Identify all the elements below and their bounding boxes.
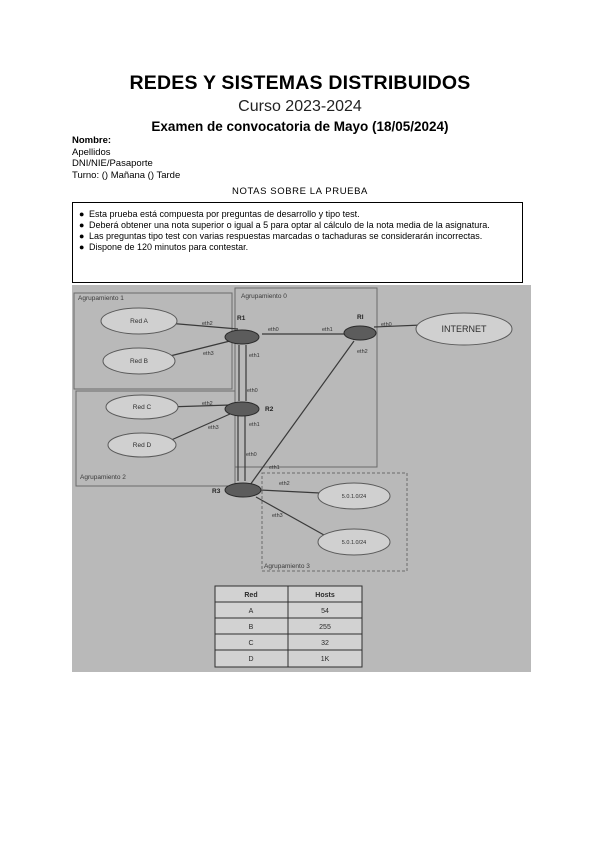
table-cell: C: [248, 640, 253, 647]
cloud-label: 5.0.1.0/24: [342, 540, 366, 546]
cloud-label: Red C: [133, 404, 152, 411]
note-item: ● Las preguntas tipo test con varias resp…: [79, 231, 516, 242]
table-cell: A: [249, 608, 254, 615]
notes-box: ● Esta prueba está compuesta por pregunta…: [72, 202, 523, 283]
interface-label: eth2: [202, 401, 213, 407]
interface-label: eth0: [247, 388, 258, 394]
page-title: REDES Y SISTEMAS DISTRIBUIDOS: [0, 72, 600, 95]
interface-label: eth1: [269, 465, 280, 471]
router-icon: [225, 483, 261, 497]
exam-title: Examen de convocatoria de Mayo (18/05/20…: [0, 119, 600, 134]
table-header: Red: [244, 592, 257, 599]
note-text: Dispone de 120 minutos para contestar.: [89, 242, 248, 252]
network-diagram-photo: Agrupamiento 1 Agrupamiento 0 Agrupamien…: [72, 285, 531, 672]
bullet-icon: ●: [79, 209, 84, 220]
interface-label: eth1: [249, 353, 260, 359]
note-item: ● Dispone de 120 minutos para contestar.: [79, 242, 516, 253]
interface-label: eth2: [279, 481, 290, 487]
interface-label: eth1: [322, 327, 333, 333]
table-cell: 255: [319, 624, 331, 631]
bullet-icon: ●: [79, 220, 84, 231]
router-label: R2: [265, 406, 274, 413]
group-label: Agrupamiento 0: [241, 293, 287, 300]
interface-label: eth1: [249, 422, 260, 428]
group-label: Agrupamiento 2: [80, 474, 126, 481]
note-item: ● Esta prueba está compuesta por pregunta…: [79, 209, 516, 220]
router-label: R3: [212, 488, 221, 495]
course-year: Curso 2023-2024: [0, 98, 600, 116]
note-text: Esta prueba está compuesta por preguntas…: [89, 209, 360, 219]
cloud-label: 5.0.1.0/24: [342, 494, 366, 500]
table-cell: 1K: [321, 656, 330, 663]
bullet-icon: ●: [79, 242, 84, 253]
shift-field-label: Turno: () Mañana () Tarde: [72, 170, 180, 182]
router-icon: [225, 402, 259, 416]
note-text: Las preguntas tipo test con varias respu…: [89, 231, 482, 241]
note-text: Deberá obtener una nota superior o igual…: [89, 220, 490, 230]
interface-label: eth2: [357, 349, 368, 355]
interface-label: eth0: [246, 452, 257, 458]
router-label: RI: [357, 314, 364, 321]
cloud-label: INTERNET: [442, 324, 488, 334]
table-cell: B: [249, 624, 254, 631]
name-field-label: Nombre:: [72, 135, 180, 147]
group-label: Agrupamiento 1: [78, 295, 124, 302]
interface-label: eth2: [202, 321, 213, 327]
hosts-table: Red Hosts A 54 B 255 C 32 D 1K: [215, 586, 362, 667]
interface-label: eth0: [268, 327, 279, 333]
router-icon: [344, 326, 376, 340]
cloud-label: Red B: [130, 358, 148, 365]
notes-heading: NOTAS SOBRE LA PRUEBA: [0, 186, 600, 197]
table-cell: 54: [321, 608, 329, 615]
surname-field-label: Apellidos: [72, 147, 180, 159]
router-icon: [225, 330, 259, 344]
bullet-icon: ●: [79, 231, 84, 242]
interface-label: eth0: [381, 322, 392, 328]
cloud-label: Red D: [133, 442, 152, 449]
table-header: Hosts: [315, 592, 335, 599]
group-label: Agrupamiento 3: [264, 563, 310, 570]
interface-label: eth3: [208, 425, 219, 431]
table-cell: 32: [321, 640, 329, 647]
cloud-label: Red A: [130, 318, 148, 325]
router-label: R1: [237, 315, 246, 322]
student-fields: Nombre: Apellidos DNI/NIE/Pasaporte Turn…: [72, 135, 180, 181]
interface-label: eth3: [203, 351, 214, 357]
table-cell: D: [248, 656, 253, 663]
note-item: ● Deberá obtener una nota superior o igua…: [79, 220, 516, 231]
id-field-label: DNI/NIE/Pasaporte: [72, 158, 180, 170]
interface-label: eth3: [272, 513, 283, 519]
